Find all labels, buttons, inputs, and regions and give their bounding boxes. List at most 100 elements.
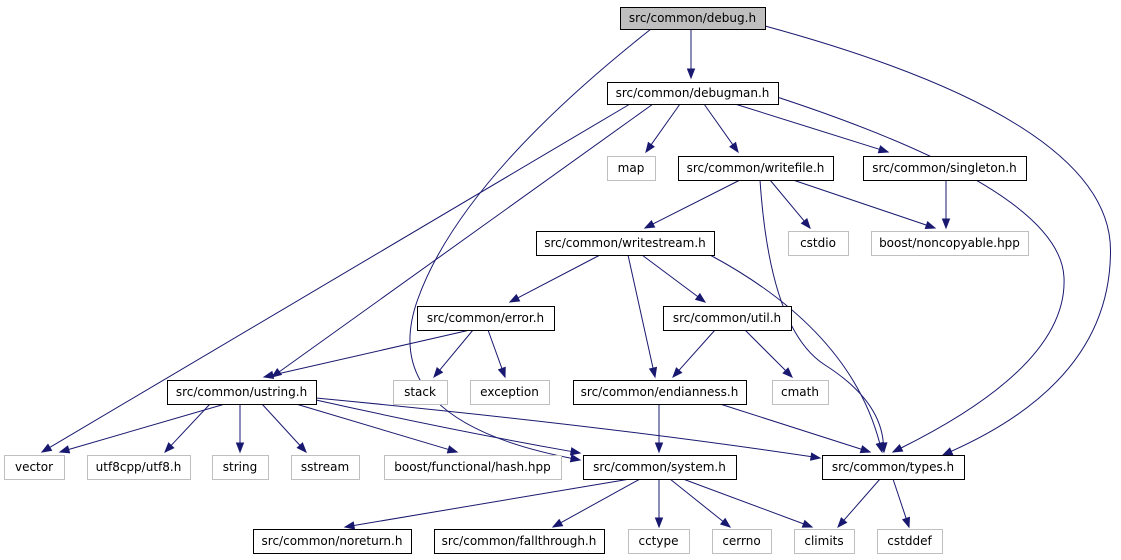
edge-arrowhead xyxy=(645,141,655,154)
edge-system_h-to-climits xyxy=(682,478,814,528)
edge-arrowhead xyxy=(801,519,814,528)
node-box xyxy=(628,529,690,554)
node-box xyxy=(87,455,191,480)
node-box xyxy=(393,380,448,405)
edge-line xyxy=(439,329,474,371)
node-box xyxy=(253,529,412,554)
edge-arrowhead xyxy=(875,441,884,454)
edge-writefile_h-to-noncopyable xyxy=(792,179,937,229)
node-label: src/common/error.h xyxy=(427,311,544,325)
edge-endianness_h-to-system_h xyxy=(654,404,664,454)
edge-line xyxy=(759,179,884,444)
edge-arrowhead xyxy=(654,517,664,529)
edge-line xyxy=(678,329,716,371)
edge-line xyxy=(487,329,503,369)
edge-writestream_h-to-error_h xyxy=(508,254,601,303)
node-debugman-h[interactable]: src/common/debugman.h xyxy=(607,82,779,105)
edge-line xyxy=(744,329,786,371)
edge-line xyxy=(261,403,301,446)
edge-arrowhead xyxy=(891,443,904,453)
node-sstream: sstream xyxy=(291,455,360,480)
node-box xyxy=(871,231,1029,256)
edge-ustring_h-to-hash xyxy=(295,403,459,454)
edge-writestream_h-to-types_h xyxy=(709,254,884,454)
edge-arrowhead xyxy=(654,442,664,454)
node-box xyxy=(772,380,829,405)
node-label: boost/noncopyable.hpp xyxy=(879,236,1020,250)
node-util-h[interactable]: src/common/util.h xyxy=(663,306,792,331)
edge-line xyxy=(892,478,907,519)
node-endianness-h[interactable]: src/common/endianness.h xyxy=(573,380,747,405)
node-cmath: cmath xyxy=(772,380,829,405)
edge-debugman_h-to-types_h xyxy=(776,96,1065,453)
edge-line xyxy=(315,397,812,458)
node-debug-h[interactable]: src/common/debug.h xyxy=(620,7,766,30)
edge-arrowhead xyxy=(569,454,582,463)
node-fallthrough-h[interactable]: src/common/fallthrough.h xyxy=(434,529,605,554)
edge-arrowhead xyxy=(941,218,951,230)
edge-error_h-to-ustring_h xyxy=(262,329,471,380)
node-label: stack xyxy=(404,385,436,399)
edge-util_h-to-cmath xyxy=(744,329,793,378)
edge-line xyxy=(627,254,654,369)
node-label: exception xyxy=(480,385,539,399)
edge-error_h-to-stack xyxy=(433,329,474,379)
node-noncopyable: boost/noncopyable.hpp xyxy=(871,231,1029,256)
edge-line xyxy=(560,478,641,524)
edge-arrowhead xyxy=(58,445,71,454)
node-label: sstream xyxy=(301,460,349,474)
node-box xyxy=(573,380,747,405)
node-map: map xyxy=(607,156,656,181)
node-label: boost/functional/hash.hpp xyxy=(394,460,551,474)
node-writestream-h[interactable]: src/common/writestream.h xyxy=(536,231,715,256)
node-string: string xyxy=(212,455,269,480)
node-vector: vector xyxy=(4,455,65,480)
edge-line xyxy=(272,329,471,376)
edge-arrowhead xyxy=(859,445,872,454)
edge-line xyxy=(279,103,654,373)
node-box xyxy=(877,529,943,554)
node-types-h[interactable]: src/common/types.h xyxy=(822,455,965,480)
edge-system_h-to-noreturn_h xyxy=(343,478,631,530)
node-singleton-h[interactable]: src/common/singleton.h xyxy=(863,156,1027,181)
node-label: vector xyxy=(15,460,53,474)
edge-line xyxy=(792,179,927,226)
node-label: string xyxy=(223,460,257,474)
edge-writestream_h-to-util_h xyxy=(641,254,707,303)
node-system-h[interactable]: src/common/system.h xyxy=(583,455,737,480)
node-box xyxy=(536,231,715,256)
node-cctype: cctype xyxy=(628,529,690,554)
edge-debugman_h-to-writefile_h xyxy=(703,103,739,154)
node-noreturn-h[interactable]: src/common/noreturn.h xyxy=(253,529,412,554)
edge-types_h-to-climits xyxy=(837,478,881,529)
node-ustring-h[interactable]: src/common/ustring.h xyxy=(167,380,317,405)
node-box xyxy=(384,455,562,480)
node-writefile-h[interactable]: src/common/writefile.h xyxy=(678,156,834,181)
edge-arrowhead xyxy=(672,367,683,379)
node-box xyxy=(794,529,855,554)
edge-line xyxy=(353,478,631,526)
node-box xyxy=(712,529,772,554)
edge-debug_h-to-debugman_h xyxy=(686,29,696,80)
edge-arrowhead xyxy=(924,220,937,229)
edge-arrowhead xyxy=(648,366,658,379)
edge-line xyxy=(764,25,1112,452)
edge-line xyxy=(709,254,881,444)
node-error-h[interactable]: src/common/error.h xyxy=(417,306,555,331)
edge-line xyxy=(652,179,741,225)
node-utf8: utf8cpp/utf8.h xyxy=(87,455,191,480)
nodes-layer: src/common/debug.h src/common/debugman.h m… xyxy=(4,7,1029,554)
edge-line xyxy=(49,103,631,448)
edge-line xyxy=(650,103,681,145)
edge-system_h-to-cerrno xyxy=(669,478,732,528)
edge-line xyxy=(719,403,862,450)
edge-line xyxy=(776,96,1065,449)
node-box xyxy=(788,231,849,256)
edge-arrowhead xyxy=(877,145,890,154)
node-label: cmath xyxy=(781,385,819,399)
edge-debugman_h-to-vector xyxy=(40,103,631,453)
edge-line xyxy=(68,403,226,450)
node-box xyxy=(583,455,737,480)
edge-arrowhead xyxy=(497,366,506,379)
